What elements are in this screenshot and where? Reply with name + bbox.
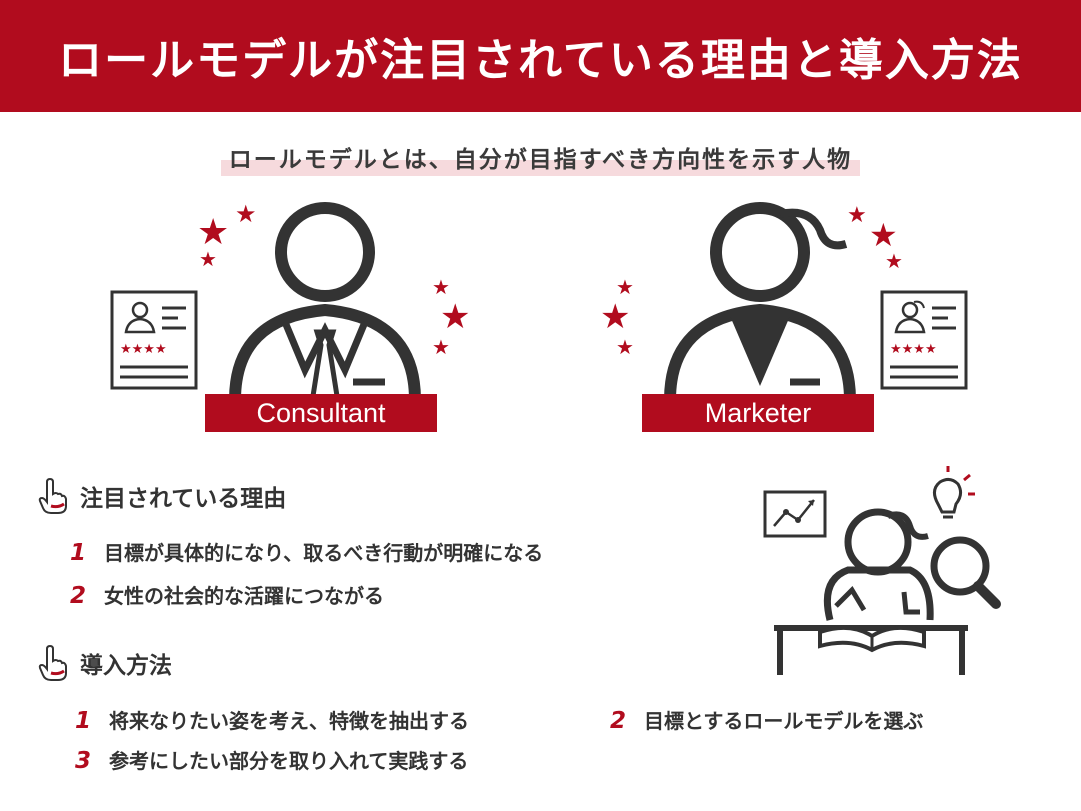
consultant-label: Consultant — [205, 394, 437, 432]
subtitle-row: ロールモデルとは、自分が目指すべき方向性を示す人物 — [0, 140, 1081, 176]
methods-title: 導入方法 — [80, 653, 172, 679]
method-item: 2 目標とするロールモデルを選ぶ — [610, 705, 923, 734]
item-text: 目標とするロールモデルを選ぶ — [644, 709, 924, 733]
subtitle: ロールモデルとは、自分が目指すべき方向性を示す人物 — [220, 140, 861, 176]
studying-person-icon — [763, 466, 1001, 675]
methods-heading: 導入方法 — [38, 644, 172, 681]
consultant-person-icon — [229, 202, 421, 408]
item-number: 2 — [610, 708, 627, 734]
star-cluster-icon: ★ ★ ★ — [197, 200, 257, 271]
svg-text:★: ★ — [869, 216, 898, 254]
svg-text:★★★★: ★★★★ — [890, 342, 937, 357]
page-title: ロールモデルが注目されている理由と導入方法 — [58, 35, 1023, 86]
marketer-label-text: Marketer — [704, 397, 812, 428]
method-item: 1 将来なりたい姿を考え、特徴を抽出する — [75, 705, 469, 734]
svg-text:★: ★ — [440, 297, 470, 337]
star-cluster-icon: ★ ★ ★ — [432, 275, 470, 359]
reason-item: 2 女性の社会的な活躍につながる — [70, 580, 384, 609]
svg-text:★: ★ — [616, 335, 634, 359]
item-text: 目標が具体的になり、取るべき行動が明確になる — [104, 541, 544, 565]
pointing-hand-icon — [38, 644, 67, 681]
svg-text:★: ★ — [197, 212, 229, 253]
item-number: 1 — [75, 708, 92, 734]
svg-text:★: ★ — [199, 247, 217, 271]
item-text: 参考にしたい部分を取り入れて実践する — [109, 749, 469, 773]
svg-text:★: ★ — [432, 275, 450, 299]
item-number: 2 — [70, 583, 87, 609]
reason-item: 1 目標が具体的になり、取るべき行動が明確になる — [70, 537, 543, 566]
item-text: 女性の社会的な活躍につながる — [104, 584, 384, 608]
marketer-label: Marketer — [642, 394, 874, 432]
profile-card-icon: ★★★★ — [880, 290, 968, 390]
header-banner: ロールモデルが注目されている理由と導入方法 — [0, 0, 1081, 112]
marketer-person-icon — [664, 202, 856, 401]
reasons-title: 注目されている理由 — [80, 486, 287, 512]
svg-text:★: ★ — [600, 297, 630, 337]
star-cluster-icon: ★ ★ ★ — [847, 203, 903, 273]
svg-text:★: ★ — [432, 335, 450, 359]
svg-text:★★★★: ★★★★ — [120, 342, 167, 357]
pointing-hand-icon — [38, 477, 67, 514]
method-item: 3 参考にしたい部分を取り入れて実践する — [75, 745, 468, 774]
profile-card-icon: ★★★★ — [110, 290, 198, 390]
consultant-label-text: Consultant — [256, 397, 386, 428]
item-number: 1 — [70, 540, 87, 566]
svg-text:★: ★ — [885, 249, 903, 273]
star-cluster-icon: ★ ★ ★ — [600, 275, 634, 359]
item-number: 3 — [75, 748, 92, 774]
svg-text:★: ★ — [847, 203, 867, 228]
svg-text:★: ★ — [616, 275, 634, 299]
item-text: 将来なりたい姿を考え、特徴を抽出する — [109, 709, 469, 733]
reasons-heading: 注目されている理由 — [38, 477, 287, 514]
svg-text:★: ★ — [235, 200, 257, 228]
